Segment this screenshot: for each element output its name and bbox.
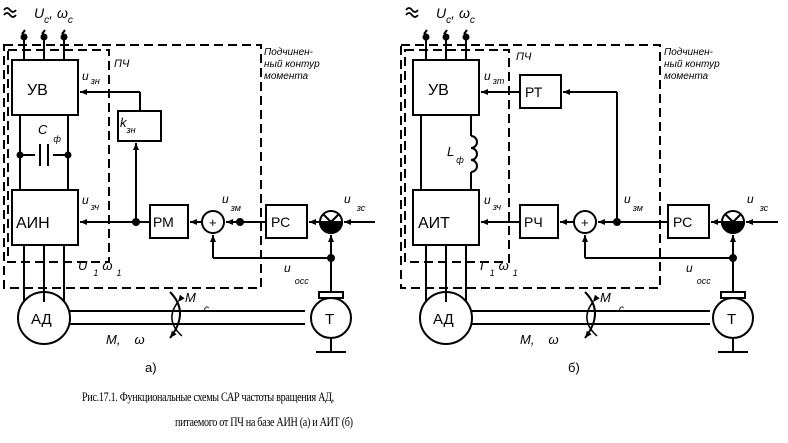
motor-label: АД [31, 311, 52, 328]
k-zn-label: kзн [120, 115, 136, 135]
rm-block [149, 204, 189, 239]
subloop-boundary [400, 44, 661, 289]
mc-label: Mc [185, 290, 209, 315]
diagram-b [400, 7, 778, 353]
cap-label: Cф [38, 122, 61, 144]
ain-label: АИН [16, 215, 50, 232]
u-zs-label: uзс [747, 192, 769, 213]
u-oss-label: uосс [284, 261, 309, 286]
tacho-label: Т [727, 311, 736, 328]
pch-label: ПЧ [516, 51, 532, 63]
ac-source-icon [3, 7, 17, 18]
u-zm-label: uзм [222, 192, 241, 213]
m-omega-label: M,ω [106, 332, 145, 347]
supply-terminals [422, 29, 470, 60]
pch-boundary [7, 49, 110, 263]
plus-label: + [581, 215, 589, 230]
u-zs-label: uзс [344, 192, 366, 213]
figure-caption-line2: питаемого от ПЧ на базе АИН (а) и АИТ (б… [175, 414, 353, 429]
uv-block [11, 59, 79, 116]
pch-label: ПЧ [114, 58, 130, 70]
uv-label: УВ [27, 82, 48, 99]
motor-label: АД [433, 311, 454, 328]
rs-label: РС [673, 214, 692, 230]
rm-label: РМ [153, 214, 174, 230]
uv-block [412, 59, 480, 116]
diagram-letter-b: б) [568, 360, 580, 375]
supply-label-a: Uс,ωс [34, 5, 73, 26]
torque-arrow [169, 291, 181, 339]
tacho-label: Т [325, 311, 334, 328]
supply-label-b: Uс,ωс [436, 5, 475, 26]
subloop-label: Подчинен- ный контур момента [664, 47, 722, 82]
motor-ad [17, 291, 71, 345]
figure-caption-line1: Рис.17.1. Функциональные схемы САР часто… [82, 389, 334, 404]
ac-source-icon [405, 7, 419, 18]
subloop-label: Подчинен- ный контур момента [264, 47, 322, 82]
u-oss-label: uосс [686, 261, 711, 286]
rt-label: РТ [525, 84, 543, 100]
mc-label: Mc [600, 290, 624, 315]
subloop-boundary [3, 44, 262, 289]
supply-terminals [20, 29, 68, 60]
uv-label: УВ [428, 82, 449, 99]
pch-boundary [404, 49, 510, 263]
plus-label: + [209, 215, 217, 230]
diagram-letter-a: а) [145, 360, 157, 375]
motor-ad [419, 291, 473, 345]
load-torque-arrow [586, 294, 600, 337]
rs-label: РС [271, 214, 290, 230]
u-zm-label: uзм [624, 192, 643, 213]
torque-arrow [584, 291, 596, 339]
ait-label: АИТ [418, 215, 450, 232]
ind-label: Lф [447, 144, 464, 165]
rch-label: РЧ [524, 214, 543, 230]
load-torque-arrow [171, 294, 185, 337]
inductor-icon [470, 135, 478, 173]
diagram-a [3, 7, 375, 353]
m-omega-label: M,ω [520, 332, 559, 347]
